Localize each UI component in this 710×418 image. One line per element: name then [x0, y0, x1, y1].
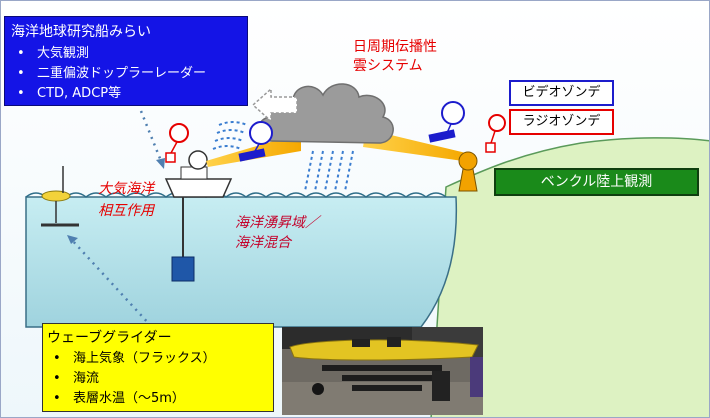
sea-surface-waves: [25, 192, 447, 198]
ship-box-title: 海洋地球研究船みらい: [11, 24, 151, 40]
air-sea-interaction-label: 大気海洋 相互作用: [98, 178, 154, 222]
list-item: 海流: [47, 369, 273, 389]
propagation-arrow: [251, 87, 298, 123]
land-radar-dome: [458, 151, 478, 171]
glider-pointer-arrow: [70, 238, 152, 327]
upwelling-label-line: 海洋混合: [235, 235, 291, 251]
wave-glider-photo: [282, 327, 483, 415]
ship-box-list: 大気観測 二重偏波ドップラーレーダー CTD, ADCP等: [11, 44, 247, 104]
glider-box-title: ウェーブグライダー: [47, 330, 172, 346]
ship-hull: [164, 178, 233, 198]
list-item: 大気観測: [11, 44, 247, 64]
list-item: 海上気象（フラックス）: [47, 349, 273, 369]
list-item: 二重偏波ドップラーレーダー: [11, 64, 247, 84]
cloud-label-line: 日周期伝播性: [353, 39, 437, 55]
ship-pointer-arrow: [139, 110, 163, 162]
wave-glider-info-box: ウェーブグライダー 海上気象（フラックス） 海流 表層水温（〜5m）: [42, 323, 274, 412]
videosonde-balloon-land: [428, 101, 465, 143]
air-sea-label-line: 大気海洋: [98, 181, 154, 197]
radiosonde-label: ラジオゾンデ: [509, 109, 614, 135]
videosonde-balloon-ship: [238, 121, 273, 162]
cloud-system-label: 日周期伝播性 雲システム: [353, 38, 437, 76]
ocean-basin: [25, 196, 458, 328]
glider-box-list: 海上気象（フラックス） 海流 表層水温（〜5m）: [47, 349, 273, 409]
radar-pulses: [212, 121, 248, 150]
glider-pointer-arrowhead: [67, 235, 78, 244]
list-item: 表層水温（〜5m）: [47, 389, 273, 409]
rain-lines: [304, 150, 354, 192]
list-item: CTD, ADCP等: [11, 84, 247, 104]
videosonde-label: ビデオゾンデ: [509, 80, 614, 106]
ship-info-box: 海洋地球研究船みらい 大気観測 二重偏波ドップラーレーダー CTD, ADCP等: [4, 16, 248, 106]
radiosonde-balloon-land: [485, 114, 506, 153]
land-mass: [430, 137, 709, 417]
glider-float: [41, 190, 71, 202]
upwelling-label-line: 海洋湧昇域／: [235, 215, 319, 231]
bengkulu-land-observation-box: ベンクル陸上観測: [494, 168, 699, 196]
air-sea-label-line: 相互作用: [98, 203, 154, 219]
wave-glider-photo-image: [282, 327, 483, 415]
cloud-label-line: 雲システム: [353, 58, 423, 74]
ship-pointer-arrowhead: [156, 158, 165, 169]
radiosonde-balloon-ship: [165, 123, 189, 163]
ctd-package: [171, 256, 195, 282]
ship-radar-dome: [188, 150, 208, 170]
upwelling-mixing-label: 海洋湧昇域／ 海洋混合: [235, 213, 319, 253]
